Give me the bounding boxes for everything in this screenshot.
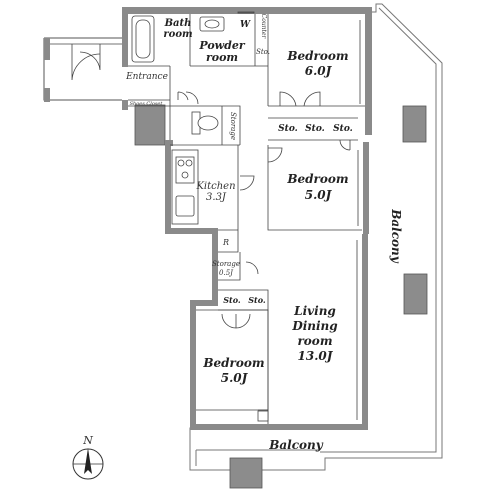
bathtub-inner-icon xyxy=(135,19,151,59)
bath-label-line2: room xyxy=(163,29,192,40)
living-label-line1: Living xyxy=(293,304,336,318)
bath-label-line1: Bath xyxy=(164,18,192,29)
sto3-label: Sto. xyxy=(333,124,353,134)
balcony-outline xyxy=(189,3,443,471)
bedroom3-label-line1: Bedroom xyxy=(202,356,264,370)
bedroom3-label-line2: 5.0J xyxy=(221,371,249,385)
entrance-label: Entrance xyxy=(125,72,168,82)
sto1-label: Sto. xyxy=(278,124,298,134)
balcony-south-label: Balcony xyxy=(268,438,324,452)
sto2-label: Sto. xyxy=(305,124,325,134)
toilet-bowl-icon xyxy=(197,115,219,131)
living-label-line4: 13.0J xyxy=(298,349,334,363)
shelf-line xyxy=(237,11,255,14)
counter-label: Counter xyxy=(260,14,267,40)
storage-vertical-label: Storage xyxy=(229,112,237,140)
storage2-label-line1: Storage xyxy=(212,260,240,268)
basin-icon xyxy=(204,19,220,29)
sto4-label: Sto. xyxy=(223,295,241,305)
powder-label-line1: Powder xyxy=(198,39,245,52)
burner-icon xyxy=(181,171,189,179)
bedroom2-label-line1: Bedroom xyxy=(286,172,348,186)
doors xyxy=(177,91,351,418)
kitchen-label-line2: 3.3J xyxy=(206,192,227,203)
bedroom1-label-line2: 6.0J xyxy=(305,64,333,78)
exterior-walls xyxy=(122,7,372,430)
shoes-closet-label: Shoes Closet xyxy=(130,101,164,107)
bedroom1-label-line1: Bedroom xyxy=(286,49,348,63)
living-label-line3: room xyxy=(297,334,332,348)
room-labels: Bath room Powder room W Counter Sto. Bed… xyxy=(125,14,403,452)
kitchen-label-line1: Kitchen xyxy=(195,181,235,192)
r-label: R xyxy=(222,238,229,247)
sto-small-label: Sto. xyxy=(256,48,270,56)
kitchen-counter xyxy=(171,149,199,225)
bedroom2-label-line2: 5.0J xyxy=(305,188,333,202)
sto5-label: Sto. xyxy=(248,295,266,305)
column-west xyxy=(134,104,166,146)
storage2-label-line2: 0.5J xyxy=(219,269,234,277)
entrance-corridor xyxy=(43,37,122,102)
column-east-2 xyxy=(403,273,428,315)
balcony-east-label: Balcony xyxy=(389,208,403,264)
compass-n-label: N xyxy=(82,434,93,447)
duct-icon xyxy=(257,410,269,422)
interior-walls xyxy=(128,14,365,424)
north-arrow-icon: N xyxy=(72,434,104,480)
east-windows xyxy=(356,20,361,420)
burner-icon xyxy=(185,159,193,167)
fixtures xyxy=(131,11,269,422)
living-label-line2: Dining xyxy=(291,319,337,333)
burner-icon xyxy=(177,159,185,167)
column-east-1 xyxy=(402,105,427,143)
kitchen-sink-icon xyxy=(175,195,195,217)
w-label: W xyxy=(240,20,251,30)
powder-label-line2: room xyxy=(206,51,238,64)
column-south xyxy=(229,457,263,489)
